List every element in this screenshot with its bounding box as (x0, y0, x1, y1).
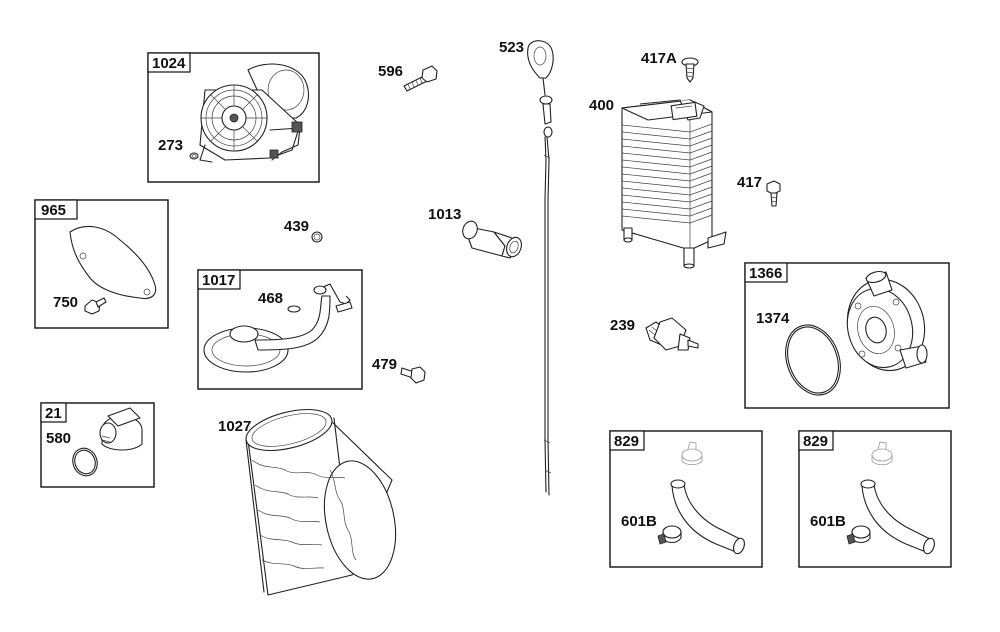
label-239: 239 (610, 317, 635, 334)
group-box-21: 21 (40, 402, 155, 488)
label-601B-left: 601B (621, 513, 657, 530)
clamp-601B-left (657, 525, 682, 545)
label-596: 596 (378, 63, 403, 80)
cooler-fins (621, 120, 713, 250)
label-21: 21 (45, 405, 62, 422)
label-1024: 1024 (152, 55, 186, 72)
o-ring-1374 (785, 324, 841, 396)
gasket-965 (69, 225, 157, 300)
bolt-750 (84, 297, 107, 315)
pressure-switch-239 (645, 317, 699, 351)
hose-clamp-829-right-top (871, 441, 893, 466)
oil-fill-cap-21 (99, 407, 143, 451)
bolt-479 (400, 366, 426, 384)
label-829-right: 829 (803, 433, 828, 450)
label-468: 468 (258, 290, 283, 307)
dipstick-523 (527, 40, 554, 496)
oil-pickup-1017 (203, 283, 353, 373)
o-ring-439 (311, 231, 323, 243)
o-ring-580 (72, 447, 98, 477)
label-965: 965 (41, 202, 66, 219)
label-523: 523 (499, 39, 524, 56)
group-box-965: 965 (34, 199, 169, 329)
screw-417A (681, 57, 699, 83)
bolt-417 (766, 180, 781, 207)
oil-pump-1024 (199, 63, 309, 163)
group-box-829-left: 829 (609, 430, 763, 568)
group-box-829-right: 829 (798, 430, 952, 568)
group-box-1366: 1366 (744, 262, 950, 409)
label-829-left: 829 (614, 433, 639, 450)
label-1374: 1374 (756, 310, 790, 327)
label-1017: 1017 (202, 272, 235, 289)
group-box-1017: 1017 (197, 269, 363, 390)
o-ring-273 (189, 152, 199, 160)
fitting-1013 (462, 220, 522, 259)
label-750: 750 (53, 294, 78, 311)
label-580: 580 (46, 430, 71, 447)
label-439: 439 (284, 218, 309, 235)
label-273: 273 (158, 137, 183, 154)
label-400: 400 (589, 97, 614, 114)
hose-clamp-829-left-top (681, 441, 703, 466)
o-ring-468 (287, 305, 301, 313)
clamp-601B-right (846, 525, 871, 545)
hose-829-right (860, 479, 935, 555)
hose-829-left (670, 479, 745, 555)
label-1366: 1366 (749, 265, 782, 282)
label-417: 417 (737, 174, 762, 191)
label-601B-right: 601B (810, 513, 846, 530)
oil-filter-1027 (245, 408, 397, 596)
oil-cooler-400 (621, 99, 727, 269)
label-479: 479 (372, 356, 397, 373)
bolt-596 (403, 65, 438, 92)
label-1027: 1027 (218, 418, 251, 435)
group-box-1024: 1024 (147, 52, 320, 183)
oil-filter-adapter-1366 (846, 270, 928, 372)
label-417A: 417A (641, 50, 677, 67)
label-1013: 1013 (428, 206, 461, 223)
